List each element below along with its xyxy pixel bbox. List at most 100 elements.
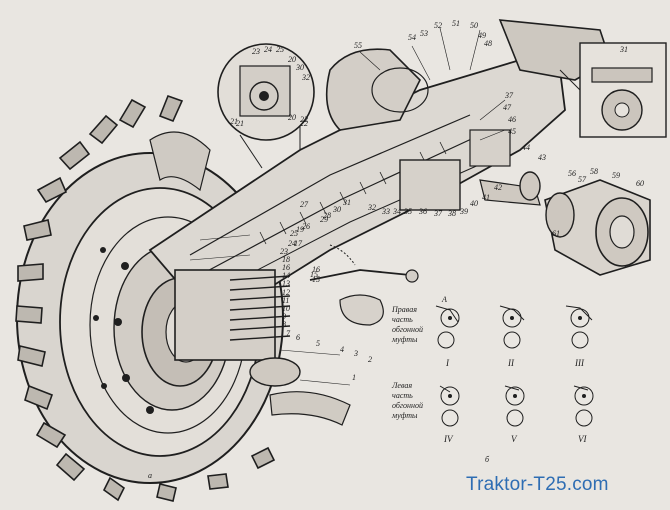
callouts-linkage: 16 15 29 <box>312 215 328 284</box>
callout-shaft: 31 <box>342 198 351 207</box>
sub-label-a: а <box>148 471 152 480</box>
callout-linkage: 16 <box>312 265 320 274</box>
sub-label-b: б <box>485 455 490 464</box>
position-label: I <box>445 358 450 368</box>
callout-inset: 23 <box>252 47 260 56</box>
gear-teeth <box>448 316 586 398</box>
linkage <box>309 244 419 326</box>
callout-inset: 20 <box>288 55 296 64</box>
callout-right: 45 <box>508 127 516 136</box>
callout-upper: 48 <box>484 39 492 48</box>
callout-upper: 50 <box>470 21 478 30</box>
callouts-shaft: 27 30 31 32 33 34 35 36 37 38 39 40 41 4… <box>300 183 502 218</box>
caption-line: муфты <box>391 411 418 420</box>
caption-line: муфты <box>391 335 418 344</box>
callout-left: 11 <box>282 296 289 305</box>
callout-inset: 28 <box>323 211 331 220</box>
callout-inset: 25 <box>276 45 284 54</box>
callout-left: 13 <box>282 279 290 288</box>
position-label: III <box>574 358 585 368</box>
callout-right: 44 <box>522 143 530 152</box>
position-label: IV <box>443 434 454 444</box>
callout-shaft: 38 <box>447 209 456 218</box>
callout-upper: 53 <box>420 29 428 38</box>
callout-left: 15 <box>310 270 318 279</box>
callout-shaft: 40 <box>470 199 478 208</box>
callout-inset: 32 <box>301 73 310 82</box>
callout-left: 4 <box>340 345 344 354</box>
caption-left-part: Левая часть обгонной муфты <box>391 381 423 420</box>
callouts-inset: 23 24 25 20 30 32 22 21 28 <box>236 45 331 220</box>
caption-line: обгонной <box>392 401 423 410</box>
callout-shaft: 27 <box>300 200 309 209</box>
callout-left: 23 <box>280 247 288 256</box>
callouts-hub: 56 57 58 59 60 61 <box>552 167 644 238</box>
watermark: Traktor-T25.com <box>466 474 609 495</box>
callout-left: 17 <box>294 239 303 248</box>
callout-left: 25 <box>290 229 298 238</box>
callout-shaft: 41 <box>482 193 490 202</box>
callouts-left: 26 25 24 23 22 21 20 19 18 17 16 15 14 1… <box>230 113 372 382</box>
callout-shaft: 35 <box>403 207 412 216</box>
callout-left: 6 <box>296 333 300 342</box>
clutch-diagram: Правая часть обгонной муфты Левая часть … <box>391 295 594 444</box>
callout-hub: 58 <box>590 167 598 176</box>
mark-a: A <box>441 295 447 304</box>
position-label: VI <box>578 434 587 444</box>
callout-shaft: 42 <box>494 183 502 192</box>
caption-line: Левая <box>391 381 412 390</box>
callout-shaft: 34 <box>392 207 401 216</box>
callout-linkage: 15 <box>312 275 320 284</box>
callouts-right: 37 47 46 45 44 43 <box>503 91 546 162</box>
callout-left: 20 <box>288 113 296 122</box>
callout-upper: 54 <box>408 33 416 42</box>
callout-upper: 52 <box>434 21 442 30</box>
gear-positions <box>435 305 594 427</box>
detail-inset <box>217 43 315 169</box>
callout-left: 12 <box>282 288 290 297</box>
callout-hub: 56 <box>568 169 576 178</box>
callout-left: 16 <box>282 263 290 272</box>
callout-upper: 49 <box>478 31 486 40</box>
callout-left: 22 <box>300 115 308 124</box>
callout-left: 3 <box>353 349 358 358</box>
callout-hub: 61 <box>552 229 560 238</box>
hub-assembly-right <box>519 171 651 276</box>
caption-right-part: Правая часть обгонной муфты <box>391 305 423 344</box>
gear-assembly-left <box>174 269 351 426</box>
callout-small: 29 <box>320 215 328 224</box>
callout-inset: 30 <box>295 63 304 72</box>
axle-housing <box>148 19 611 322</box>
caption-line: обгонной <box>392 325 423 334</box>
position-label: II <box>507 358 515 368</box>
callout-left: 10 <box>282 304 290 313</box>
callout-inset: 22 <box>300 119 308 128</box>
callout-shaft: 37 <box>433 209 443 218</box>
callout-upper: 51 <box>452 19 460 28</box>
detail-box-31 <box>559 42 667 138</box>
callout-hub: 57 <box>578 175 587 184</box>
callout-right: 47 <box>503 103 512 112</box>
callout-upper: 55 <box>354 41 362 50</box>
callout-left: 9 <box>282 312 286 321</box>
callout-hub: 60 <box>636 179 644 188</box>
callout-left: 1 <box>352 373 356 382</box>
callout-left: 14 <box>282 271 290 280</box>
callout-inset: 24 <box>264 45 272 54</box>
leader-lines <box>189 27 506 386</box>
callout-shaft: 39 <box>459 207 468 216</box>
callout-hub: 59 <box>612 171 620 180</box>
callout-left: 7 <box>286 329 291 338</box>
callout-shaft: 30 <box>332 205 341 214</box>
caption-line: часть <box>392 391 413 400</box>
caption-line: Правая <box>391 305 417 314</box>
callout-left: 8 <box>282 320 286 329</box>
callout-left: 26 <box>302 222 310 231</box>
callout-shaft: 36 <box>418 207 427 216</box>
callout-shaft: 32 <box>367 203 376 212</box>
callout-left: 19 <box>296 225 304 234</box>
callout-left: 24 <box>288 239 296 248</box>
callout-shaft: 33 <box>381 207 390 216</box>
